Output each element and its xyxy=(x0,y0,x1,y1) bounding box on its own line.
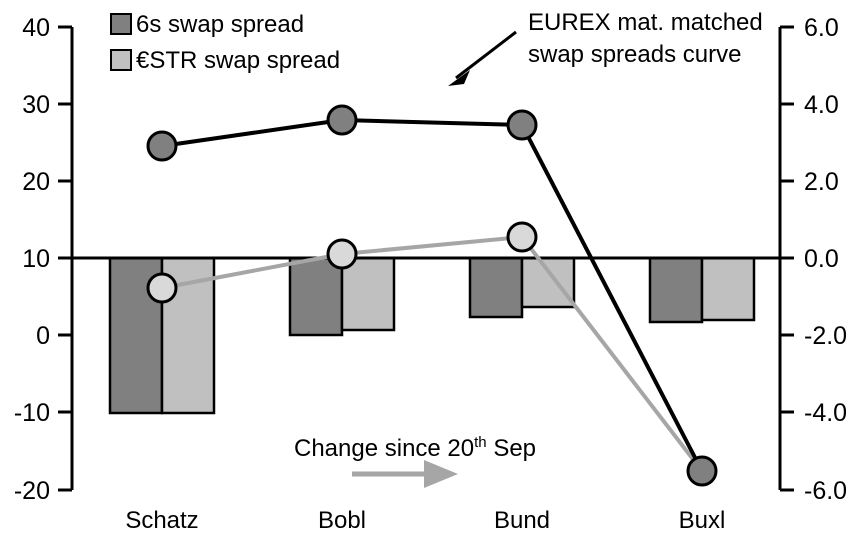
bar-6s-buxl xyxy=(648,256,704,324)
eurex-annotation-line2: swap spreads curve xyxy=(528,41,741,68)
change-since-line xyxy=(161,235,704,473)
bar-6s-bund xyxy=(468,256,524,319)
chart-legend: 6s swap spread €STR swap spread xyxy=(110,11,340,74)
eurex-annotation-arrow-head xyxy=(448,70,470,86)
marker-eurex-bund xyxy=(506,109,538,141)
eurex-curve-line xyxy=(161,118,704,472)
marker-change-bund xyxy=(506,221,538,253)
right-axis: 6.0 4.0 2.0 0.0 -2.0 -4.0 -6.0 xyxy=(778,14,847,505)
x-axis-label-schatz: Schatz xyxy=(125,507,198,534)
left-axis-tick-10: 10 xyxy=(22,245,50,273)
right-axis-tick-neg2: -2.0 xyxy=(804,322,847,350)
change-annotation-arrow-head xyxy=(424,460,458,488)
right-axis-tick-neg6: -6.0 xyxy=(804,477,847,505)
bar-estr-buxl xyxy=(700,256,756,322)
legend-label-estr: €STR swap spread xyxy=(136,47,340,74)
change-since-annotation: Change since 20th Sep xyxy=(294,434,536,488)
eurex-annotation-line1: EUREX mat. matched xyxy=(528,9,763,36)
right-axis-tick-6: 6.0 xyxy=(804,14,839,42)
marker-change-bobl xyxy=(326,238,358,270)
right-axis-tick-4: 4.0 xyxy=(804,91,839,119)
legend-label-6s: 6s swap spread xyxy=(136,11,304,38)
eurex-curve-annotation: EUREX mat. matched swap spreads curve xyxy=(448,9,763,86)
marker-eurex-buxl xyxy=(686,455,718,487)
marker-eurex-bobl xyxy=(326,104,358,136)
right-axis-tick-neg4: -4.0 xyxy=(804,399,847,427)
left-axis: 40 30 20 10 0 -10 -20 xyxy=(14,14,74,505)
legend-swatch-estr xyxy=(110,49,132,71)
change-annotation-prefix: Change since 20 xyxy=(294,435,474,462)
change-annotation-suffix: Sep xyxy=(487,435,536,462)
right-axis-tick-2: 2.0 xyxy=(804,168,839,196)
x-axis-label-buxl: Buxl xyxy=(679,507,726,534)
left-axis-tick-30: 30 xyxy=(22,91,50,119)
change-annotation-superscript: th xyxy=(474,434,487,451)
left-axis-tick-20: 20 xyxy=(22,168,50,196)
bar-estr-bund xyxy=(520,256,576,309)
left-axis-tick-neg20: -20 xyxy=(14,477,50,505)
bar-estr-bobl xyxy=(340,256,396,332)
left-axis-tick-0: 0 xyxy=(36,322,50,350)
eurex-annotation-arrow-line xyxy=(455,30,517,80)
left-axis-tick-40: 40 xyxy=(22,14,50,42)
bar-6s-bobl xyxy=(288,256,344,337)
left-axis-tick-neg10: -10 xyxy=(14,399,50,427)
x-axis-label-bobl: Bobl xyxy=(318,507,366,534)
marker-eurex-schatz xyxy=(146,130,178,162)
x-axis-label-bund: Bund xyxy=(494,507,550,534)
change-annotation-text: Change since 20th Sep xyxy=(294,434,536,462)
marker-change-schatz xyxy=(146,272,178,304)
right-axis-tick-0: 0.0 xyxy=(804,245,839,273)
legend-swatch-6s xyxy=(110,13,132,35)
